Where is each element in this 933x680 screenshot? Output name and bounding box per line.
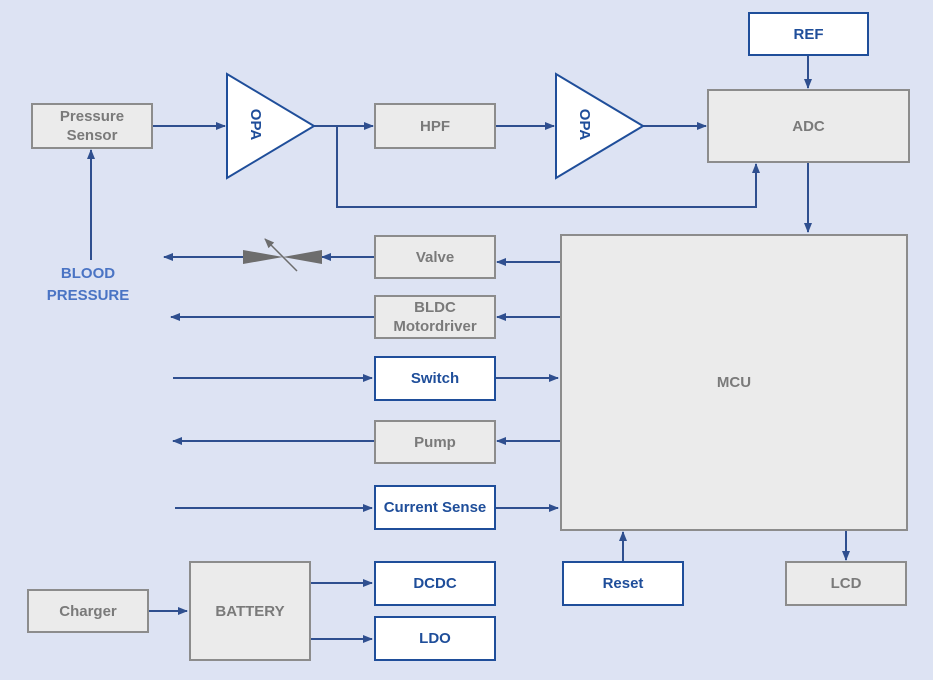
bldc-motordriver-label: BLDC Motordriver xyxy=(393,299,477,335)
hpf-label: HPF xyxy=(420,117,450,135)
adc-block: ADC xyxy=(707,89,910,163)
pressure-sensor-block: Pressure Sensor xyxy=(31,103,153,149)
switch-block: Switch xyxy=(374,356,496,401)
opa-2-triangle xyxy=(555,72,645,180)
ref-block: REF xyxy=(748,12,869,56)
switch-label: Switch xyxy=(410,370,460,387)
pump-block: Pump xyxy=(374,420,496,464)
charger-label: Charger xyxy=(59,602,117,620)
current-sense-label: Current Sense xyxy=(383,499,487,516)
wire-bypass-to-adc xyxy=(336,126,760,208)
pressure-sensor-label: Pressure Sensor xyxy=(59,108,125,144)
lcd-block: LCD xyxy=(785,561,907,606)
pump-label: Pump xyxy=(414,433,456,451)
battery-label: BATTERY xyxy=(215,602,285,620)
lcd-label: LCD xyxy=(830,575,862,592)
opa-1-triangle xyxy=(226,72,316,180)
blood-pressure-label: BLOOD PRESSURE xyxy=(46,265,130,304)
valve-block: Valve xyxy=(374,235,496,279)
adjustable-valve-icon xyxy=(243,238,322,272)
dcdc-label: DCDC xyxy=(413,575,457,592)
valve-label: Valve xyxy=(415,248,455,266)
reset-label: Reset xyxy=(602,575,644,592)
ldo-label: LDO xyxy=(419,630,451,647)
opa-1-label: OPA xyxy=(247,108,265,141)
dcdc-block: DCDC xyxy=(374,561,496,606)
charger-block: Charger xyxy=(27,589,149,633)
mcu-block: MCU xyxy=(560,234,908,531)
ref-label: REF xyxy=(793,25,824,43)
battery-block: BATTERY xyxy=(189,561,311,661)
opa-2-label: OPA xyxy=(576,108,594,141)
reset-block: Reset xyxy=(562,561,684,606)
ldo-block: LDO xyxy=(374,616,496,661)
adc-label: ADC xyxy=(792,117,825,135)
bldc-motordriver-block: BLDC Motordriver xyxy=(374,295,496,339)
mcu-label: MCU xyxy=(716,374,752,391)
current-sense-block: Current Sense xyxy=(374,485,496,530)
hpf-block: HPF xyxy=(374,103,496,149)
